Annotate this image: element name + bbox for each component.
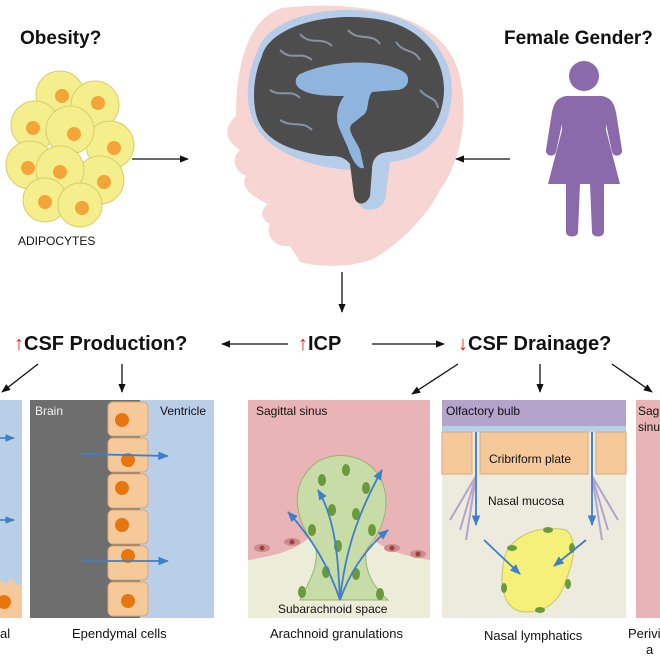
icp-increase-arrow: ↑: [298, 333, 308, 355]
female-gender-label: Female Gender?: [504, 28, 653, 49]
csf-drainage-heading: ↓CSF Drainage?: [458, 333, 611, 356]
head-with-brain: [227, 5, 464, 266]
perivascular-sinus-line2: sinu: [638, 420, 660, 434]
panel-perivascular: [636, 400, 660, 618]
decrease-arrow: ↓: [458, 333, 468, 355]
ependymal-caption: Ependymal cells: [72, 626, 167, 641]
nasal-caption: Nasal lymphatics: [484, 628, 583, 643]
increase-arrow: ↑: [14, 333, 24, 355]
female-figure-icon: [545, 61, 623, 237]
panel-nasal: [441, 400, 627, 618]
nasal-lymph-vessel: [501, 528, 574, 613]
arachnoid-caption: Arachnoid granulations: [270, 626, 403, 641]
perivascular-caption-line2: a: [646, 642, 654, 657]
perivascular-sinus-line1: Sag: [638, 404, 660, 418]
panel-choroid: [0, 400, 22, 618]
subarachnoid-space-label: Subarachnoid space: [278, 602, 388, 616]
adipocytes-cluster: [5, 70, 135, 228]
icp-label: ICP: [308, 333, 342, 355]
brain-label: Brain: [35, 404, 64, 418]
ventricle: [295, 62, 409, 169]
olfactory-bulb-label: Olfactory bulb: [446, 404, 521, 418]
perivascular-caption-line1: Perivi: [628, 626, 660, 641]
ventricle-label: Ventricle: [160, 404, 207, 418]
obesity-label: Obesity?: [20, 28, 102, 49]
csf-production-heading: ↑CSF Production?: [14, 333, 187, 356]
nasal-mucosa-label: Nasal mucosa: [488, 494, 565, 508]
arrow-drainage-to-arachnoid: [411, 363, 459, 395]
arrow-production-to-choroid: [1, 363, 39, 393]
panel-ependymal: [30, 400, 214, 618]
icp-heading: ↑ICP: [298, 333, 341, 356]
sagittal-sinus-label: Sagittal sinus: [256, 404, 328, 418]
csf-production-label: CSF Production?: [24, 333, 188, 355]
panel-arachnoid: [248, 400, 430, 618]
adipocytes-label: ADIPOCYTES: [18, 234, 96, 248]
cribriform-plate-label: Cribriform plate: [489, 452, 572, 466]
arrow-drainage-to-perivascular: [611, 363, 653, 393]
choroid-caption-fragment: al: [0, 626, 11, 641]
csf-drainage-label: CSF Drainage?: [468, 333, 612, 355]
